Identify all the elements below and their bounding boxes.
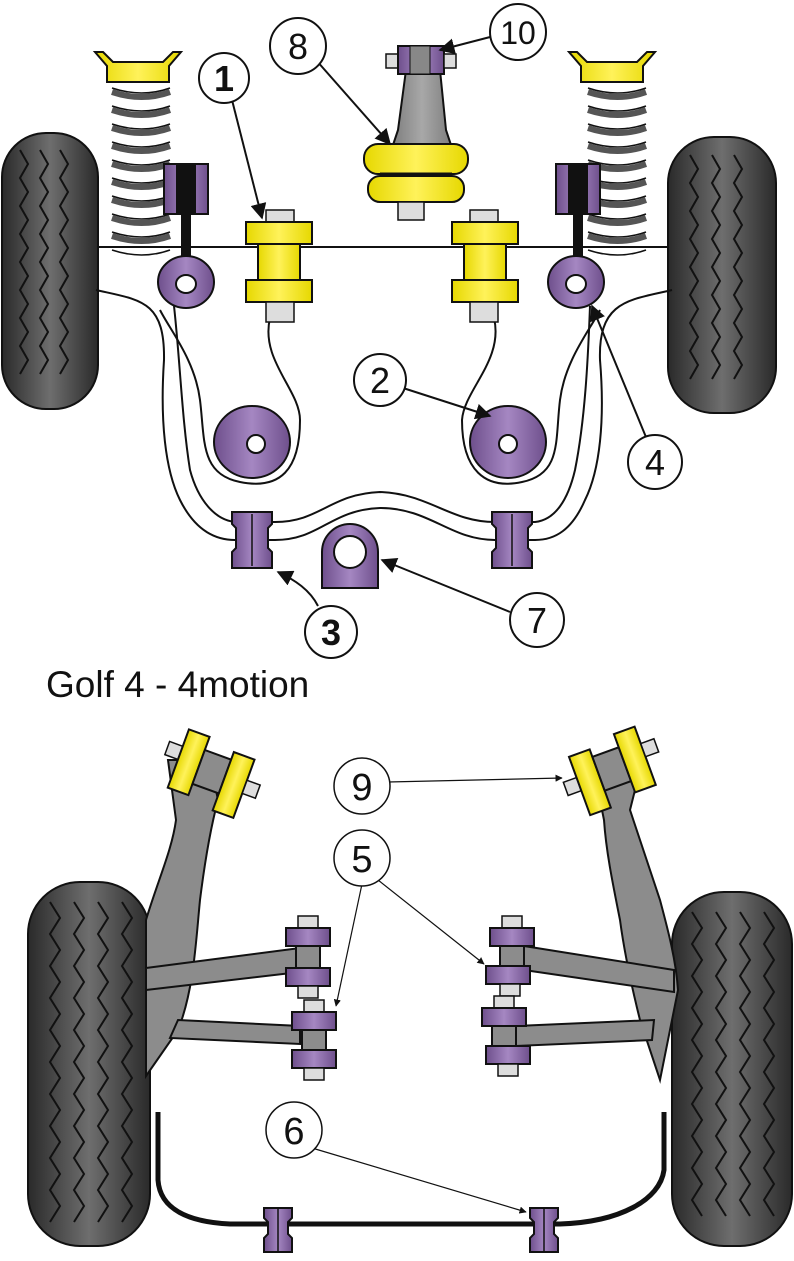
bush-icon [321, 523, 379, 589]
engine-mount [363, 69, 469, 221]
callout-7-label: 7 [527, 600, 547, 641]
rear-suspension-diagram: 9 5 6 [27, 725, 793, 1253]
callout-2-label: 2 [370, 360, 390, 401]
callout-2: 2 [353, 353, 407, 407]
callout-6-label: 6 [283, 1111, 304, 1153]
link-left-lower [168, 1018, 301, 1046]
callout-6: 6 [265, 1101, 323, 1159]
tyre-icon [27, 881, 151, 1247]
bush-icon [481, 995, 531, 1077]
coil-spring-icon [566, 51, 658, 256]
callout-10: 10 [489, 3, 547, 61]
bush-icon [263, 1207, 293, 1253]
callout-5-label: 5 [351, 839, 372, 881]
bush-icon [562, 725, 660, 817]
tyre-icon [667, 136, 777, 414]
bush-icon [385, 45, 457, 75]
callout-1: 1 [198, 52, 250, 104]
coil-spring-icon [92, 51, 184, 256]
link-right-lower [515, 1018, 656, 1048]
bush-icon [485, 915, 535, 997]
callout-8-label: 8 [288, 26, 308, 67]
callout-4-label: 4 [645, 442, 665, 483]
leader-lines-rear [311, 774, 563, 1214]
bush-icon [491, 511, 533, 569]
tyre-icon [1, 132, 99, 410]
bush-icon [451, 209, 519, 323]
callout-4: 4 [627, 434, 683, 490]
callout-7: 7 [509, 592, 565, 648]
bush-icon [469, 405, 547, 479]
callout-9: 9 [333, 757, 391, 815]
callout-8: 8 [269, 17, 327, 75]
bush-icon [529, 1207, 559, 1253]
callout-3: 3 [304, 605, 358, 659]
callout-10-label: 10 [500, 15, 536, 51]
anti-roll-bar-front [95, 289, 673, 541]
callout-9-label: 9 [351, 767, 372, 809]
bush-icon [163, 728, 262, 820]
bush-icon [285, 915, 331, 999]
front-suspension-diagram: 1 2 3 4 7 8 10 [1, 3, 777, 659]
trailing-arm-right [592, 769, 680, 1084]
tyre-icon [671, 891, 793, 1247]
bush-icon [231, 511, 273, 569]
bush-icon [245, 209, 313, 323]
anti-roll-bar-rear [155, 1112, 667, 1227]
drop-link-left [157, 163, 215, 309]
bush-icon [291, 999, 337, 1081]
callout-3-label: 3 [321, 612, 341, 653]
callout-5: 5 [333, 829, 391, 887]
bush-icon [213, 405, 291, 479]
wishbone-right [460, 309, 601, 485]
drop-link-right [547, 163, 605, 309]
diagram-caption: Golf 4 - 4motion [46, 664, 310, 705]
callout-1-label: 1 [214, 58, 234, 99]
wishbone-left [159, 309, 302, 485]
leader-lines-front [231, 35, 649, 613]
